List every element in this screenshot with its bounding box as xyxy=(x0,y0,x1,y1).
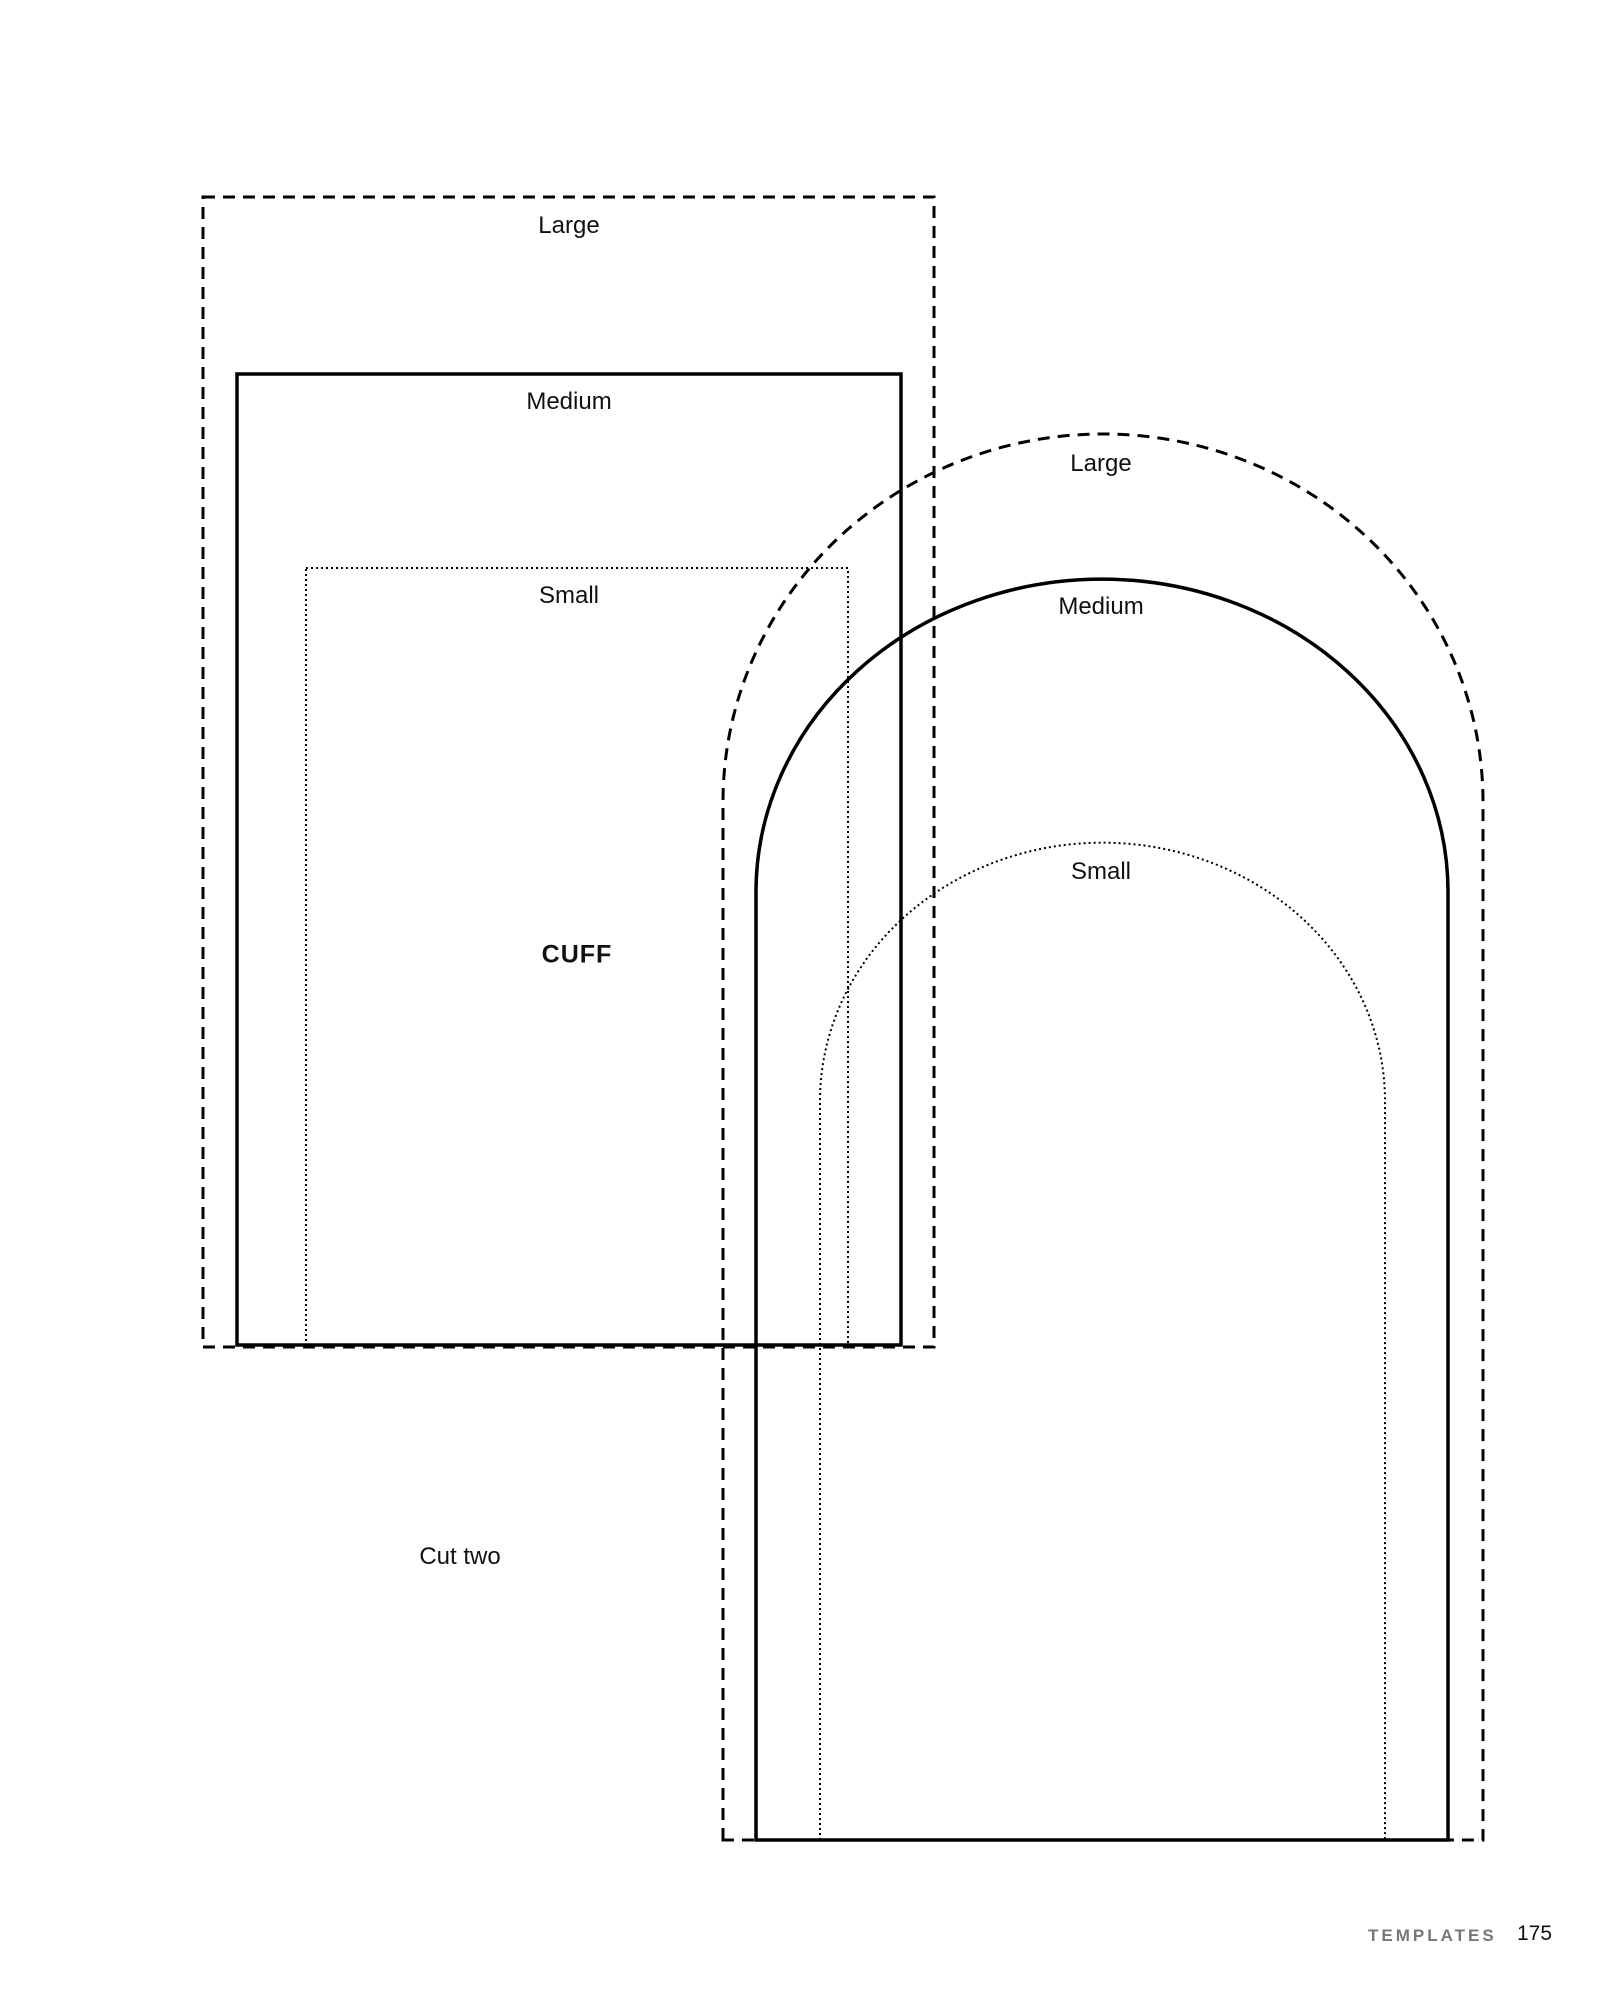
cuff-label-large: Large xyxy=(538,212,600,239)
cuff-outline-small xyxy=(305,567,849,1346)
footer-section-title: TEMPLATES xyxy=(1368,1926,1497,1945)
page-number: 175 xyxy=(1517,1922,1553,1945)
cuff-label-medium: Medium xyxy=(526,388,612,415)
mitten-outline-large xyxy=(721,432,1485,1842)
mitten-outline-small xyxy=(819,841,1386,1840)
mitten-label-large: Large xyxy=(1070,450,1132,477)
mitten-outline-medium xyxy=(754,577,1450,1842)
mitten-label-small: Small xyxy=(1070,858,1132,885)
cuff-outline-medium xyxy=(235,372,903,1347)
mitten-label-medium: Medium xyxy=(1058,593,1144,620)
cuff-label-small: Small xyxy=(538,582,600,609)
cuff-title: CUFF xyxy=(541,940,613,969)
cuff-outline-large xyxy=(201,195,936,1349)
cut-instruction: Cut two xyxy=(419,1543,501,1570)
